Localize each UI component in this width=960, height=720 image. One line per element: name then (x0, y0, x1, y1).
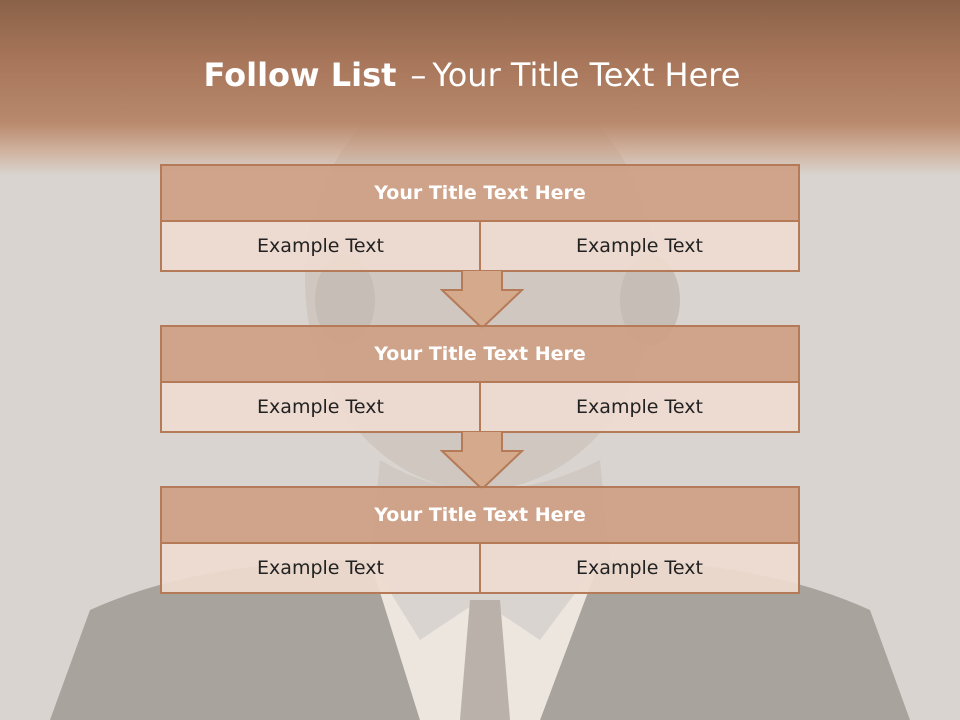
flow-box-title: Your Title Text Here (162, 327, 798, 383)
flow-box-row: Example Text Example Text (162, 222, 798, 270)
header-band (0, 0, 960, 175)
slide-title-bold: Follow List (203, 56, 397, 94)
flow-cell-right: Example Text (479, 383, 798, 431)
slide-title-separator: – (410, 56, 427, 94)
down-arrow-icon (440, 431, 524, 491)
flow-box-title: Your Title Text Here (162, 166, 798, 222)
flow-cell-right: Example Text (479, 544, 798, 592)
slide-title: Follow List–Your Title Text Here (0, 52, 944, 98)
flow-box-1: Your Title Text Here Example Text Exampl… (160, 164, 800, 272)
flow-box-3: Your Title Text Here Example Text Exampl… (160, 486, 800, 594)
flow-cell-left: Example Text (162, 544, 479, 592)
flow-box-title: Your Title Text Here (162, 488, 798, 544)
flow-cell-left: Example Text (162, 222, 479, 270)
flow-cell-right: Example Text (479, 222, 798, 270)
flow-box-row: Example Text Example Text (162, 544, 798, 592)
down-arrow-icon (440, 270, 524, 330)
flow-box-row: Example Text Example Text (162, 383, 798, 431)
flow-cell-left: Example Text (162, 383, 479, 431)
slide-title-rest: Your Title Text Here (432, 56, 741, 94)
flow-box-2: Your Title Text Here Example Text Exampl… (160, 325, 800, 433)
